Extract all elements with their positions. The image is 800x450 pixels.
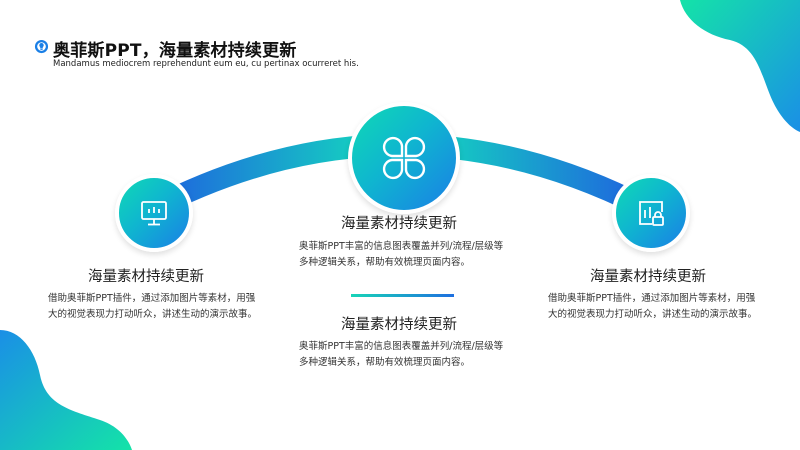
- feature-title-center-top: 海量素材持续更新: [341, 216, 457, 232]
- corner-blob-bottom-left: [0, 330, 132, 450]
- feature-text-right: 借助奥菲斯PPT插件，通过添加图片等素材，用强大的视觉表现力打动听众，讲述生动的…: [548, 293, 758, 320]
- feature-text-left: 借助奥菲斯PPT插件，通过添加图片等素材，用强大的视觉表现力打动听众，讲述生动的…: [48, 293, 258, 320]
- clover-icon: [382, 136, 426, 180]
- feature-title-right: 海量素材持续更新: [590, 269, 706, 285]
- feature-circle-left: [115, 174, 193, 252]
- center-divider: [351, 294, 454, 297]
- chart-lock-icon: [639, 201, 664, 226]
- page-title: 奥菲斯PPT，海量素材持续更新: [53, 41, 297, 61]
- feature-title-center-bottom: 海量素材持续更新: [341, 317, 457, 333]
- feature-circle-right: [612, 174, 690, 252]
- feature-circle-center: [348, 102, 460, 214]
- feature-text-center-bottom: 奥菲斯PPT丰富的信息图表覆盖并列/流程/层级等多种逻辑关系，帮助有效梳理页面内…: [299, 341, 504, 368]
- page-subtitle: Mandamus mediocrem reprehendunt eum eu, …: [53, 59, 359, 69]
- monitor-icon: [141, 201, 167, 226]
- feature-text-center-top: 奥菲斯PPT丰富的信息图表覆盖并列/流程/层级等多种逻辑关系，帮助有效梳理页面内…: [299, 241, 504, 268]
- corner-blob-top-right: [680, 0, 800, 132]
- lightbulb-icon: [34, 39, 49, 54]
- feature-title-left: 海量素材持续更新: [88, 269, 204, 285]
